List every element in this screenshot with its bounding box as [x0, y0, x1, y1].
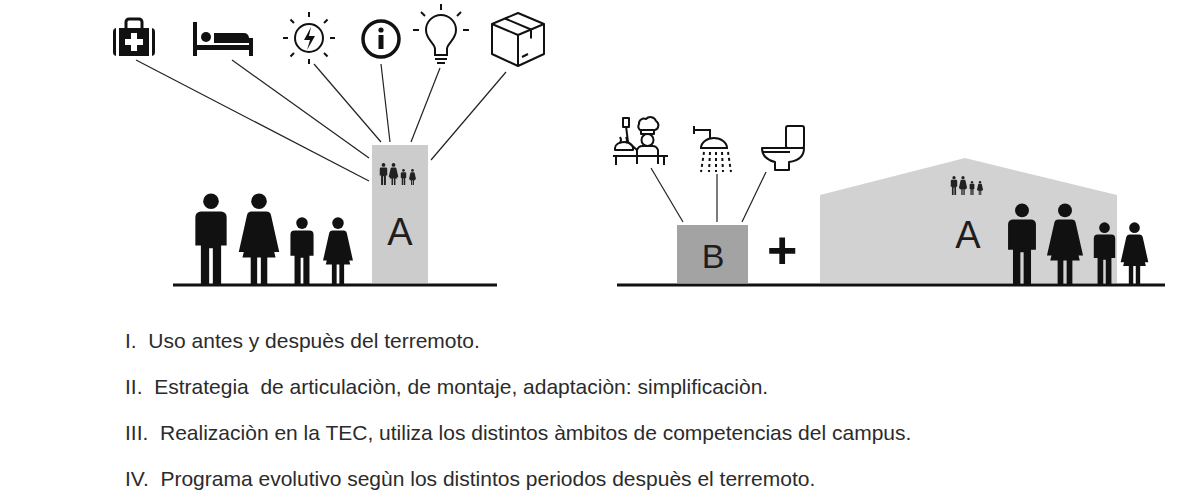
family-figures	[195, 193, 353, 285]
note-line: III. Realizaciòn en la TEC, utiliza los …	[125, 420, 911, 445]
house-shape	[820, 158, 1117, 283]
shelter-house: A	[820, 158, 1117, 283]
leader-lines	[651, 168, 766, 222]
shower-icon	[694, 126, 731, 172]
note-line: II. Estrategia de articulaciòn, de monta…	[125, 374, 768, 399]
info-icon	[363, 21, 399, 57]
node-letter: A	[955, 216, 980, 254]
family-icon	[380, 163, 416, 185]
node-letter: B	[702, 239, 725, 273]
ground-line	[617, 284, 1165, 287]
toilet-icon	[762, 126, 804, 170]
note-line: IV. Programa evolutivo segùn los distint…	[125, 466, 815, 491]
ground-line	[173, 284, 497, 287]
lightbulb-icon	[413, 4, 469, 63]
family-icon	[951, 176, 983, 195]
energy-icon	[280, 9, 338, 67]
service-box: B	[677, 225, 748, 283]
node-letter: A	[387, 213, 412, 251]
leader-lines	[136, 60, 506, 181]
building-box: A	[372, 145, 428, 283]
cook-icon	[613, 117, 668, 165]
package-icon	[492, 13, 544, 66]
medical-kit-icon	[113, 19, 155, 56]
bed-icon	[193, 22, 253, 56]
family-figures	[1008, 203, 1148, 285]
plus-sign: +	[767, 219, 797, 281]
note-line: I. Uso antes y despuès del terremoto.	[125, 328, 480, 353]
